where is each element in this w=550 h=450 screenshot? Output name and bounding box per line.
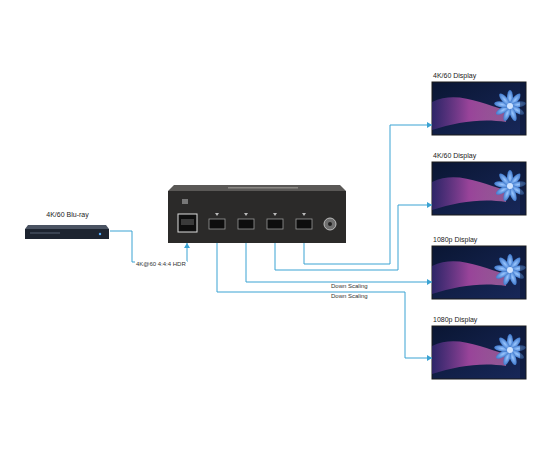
display-node: 4K/60 Display (432, 151, 526, 216)
cable-label: Down Scaling (330, 283, 369, 289)
display-node: 4K/60 Display (432, 71, 526, 136)
bluray-player (25, 225, 109, 239)
display-node: 1080p Display (432, 315, 526, 379)
signal-cable (304, 125, 432, 264)
node-label: 4K/60 Display (433, 151, 526, 160)
signal-cable (246, 243, 432, 282)
node-label: 1080p Display (433, 315, 526, 324)
splitter-box (168, 185, 346, 243)
signal-cable (110, 231, 187, 262)
display-screen (432, 82, 526, 135)
cable-label: Down Scaling (330, 293, 369, 299)
display-node: 1080p Display (432, 235, 526, 299)
node-label: 4K/60 Display (433, 71, 526, 80)
cable-label: 4K@60 4:4:4 HDR (135, 261, 187, 267)
display-screen (432, 162, 526, 215)
signal-cable (275, 205, 432, 270)
source-device: 4K/60 Blu-ray (25, 210, 110, 240)
node-label: 4K/60 Blu-ray (25, 210, 110, 219)
signal-cable (217, 243, 432, 358)
hdmi-splitter (168, 185, 346, 243)
cable-label-holder: Down Scaling (330, 284, 369, 302)
cable-label-holder: Down Scaling (330, 274, 369, 292)
display-screen (432, 246, 526, 299)
display-screen (432, 326, 526, 379)
cable-label-holder: 4K@60 4:4:4 HDR (135, 252, 187, 270)
node-label: 1080p Display (433, 235, 526, 244)
